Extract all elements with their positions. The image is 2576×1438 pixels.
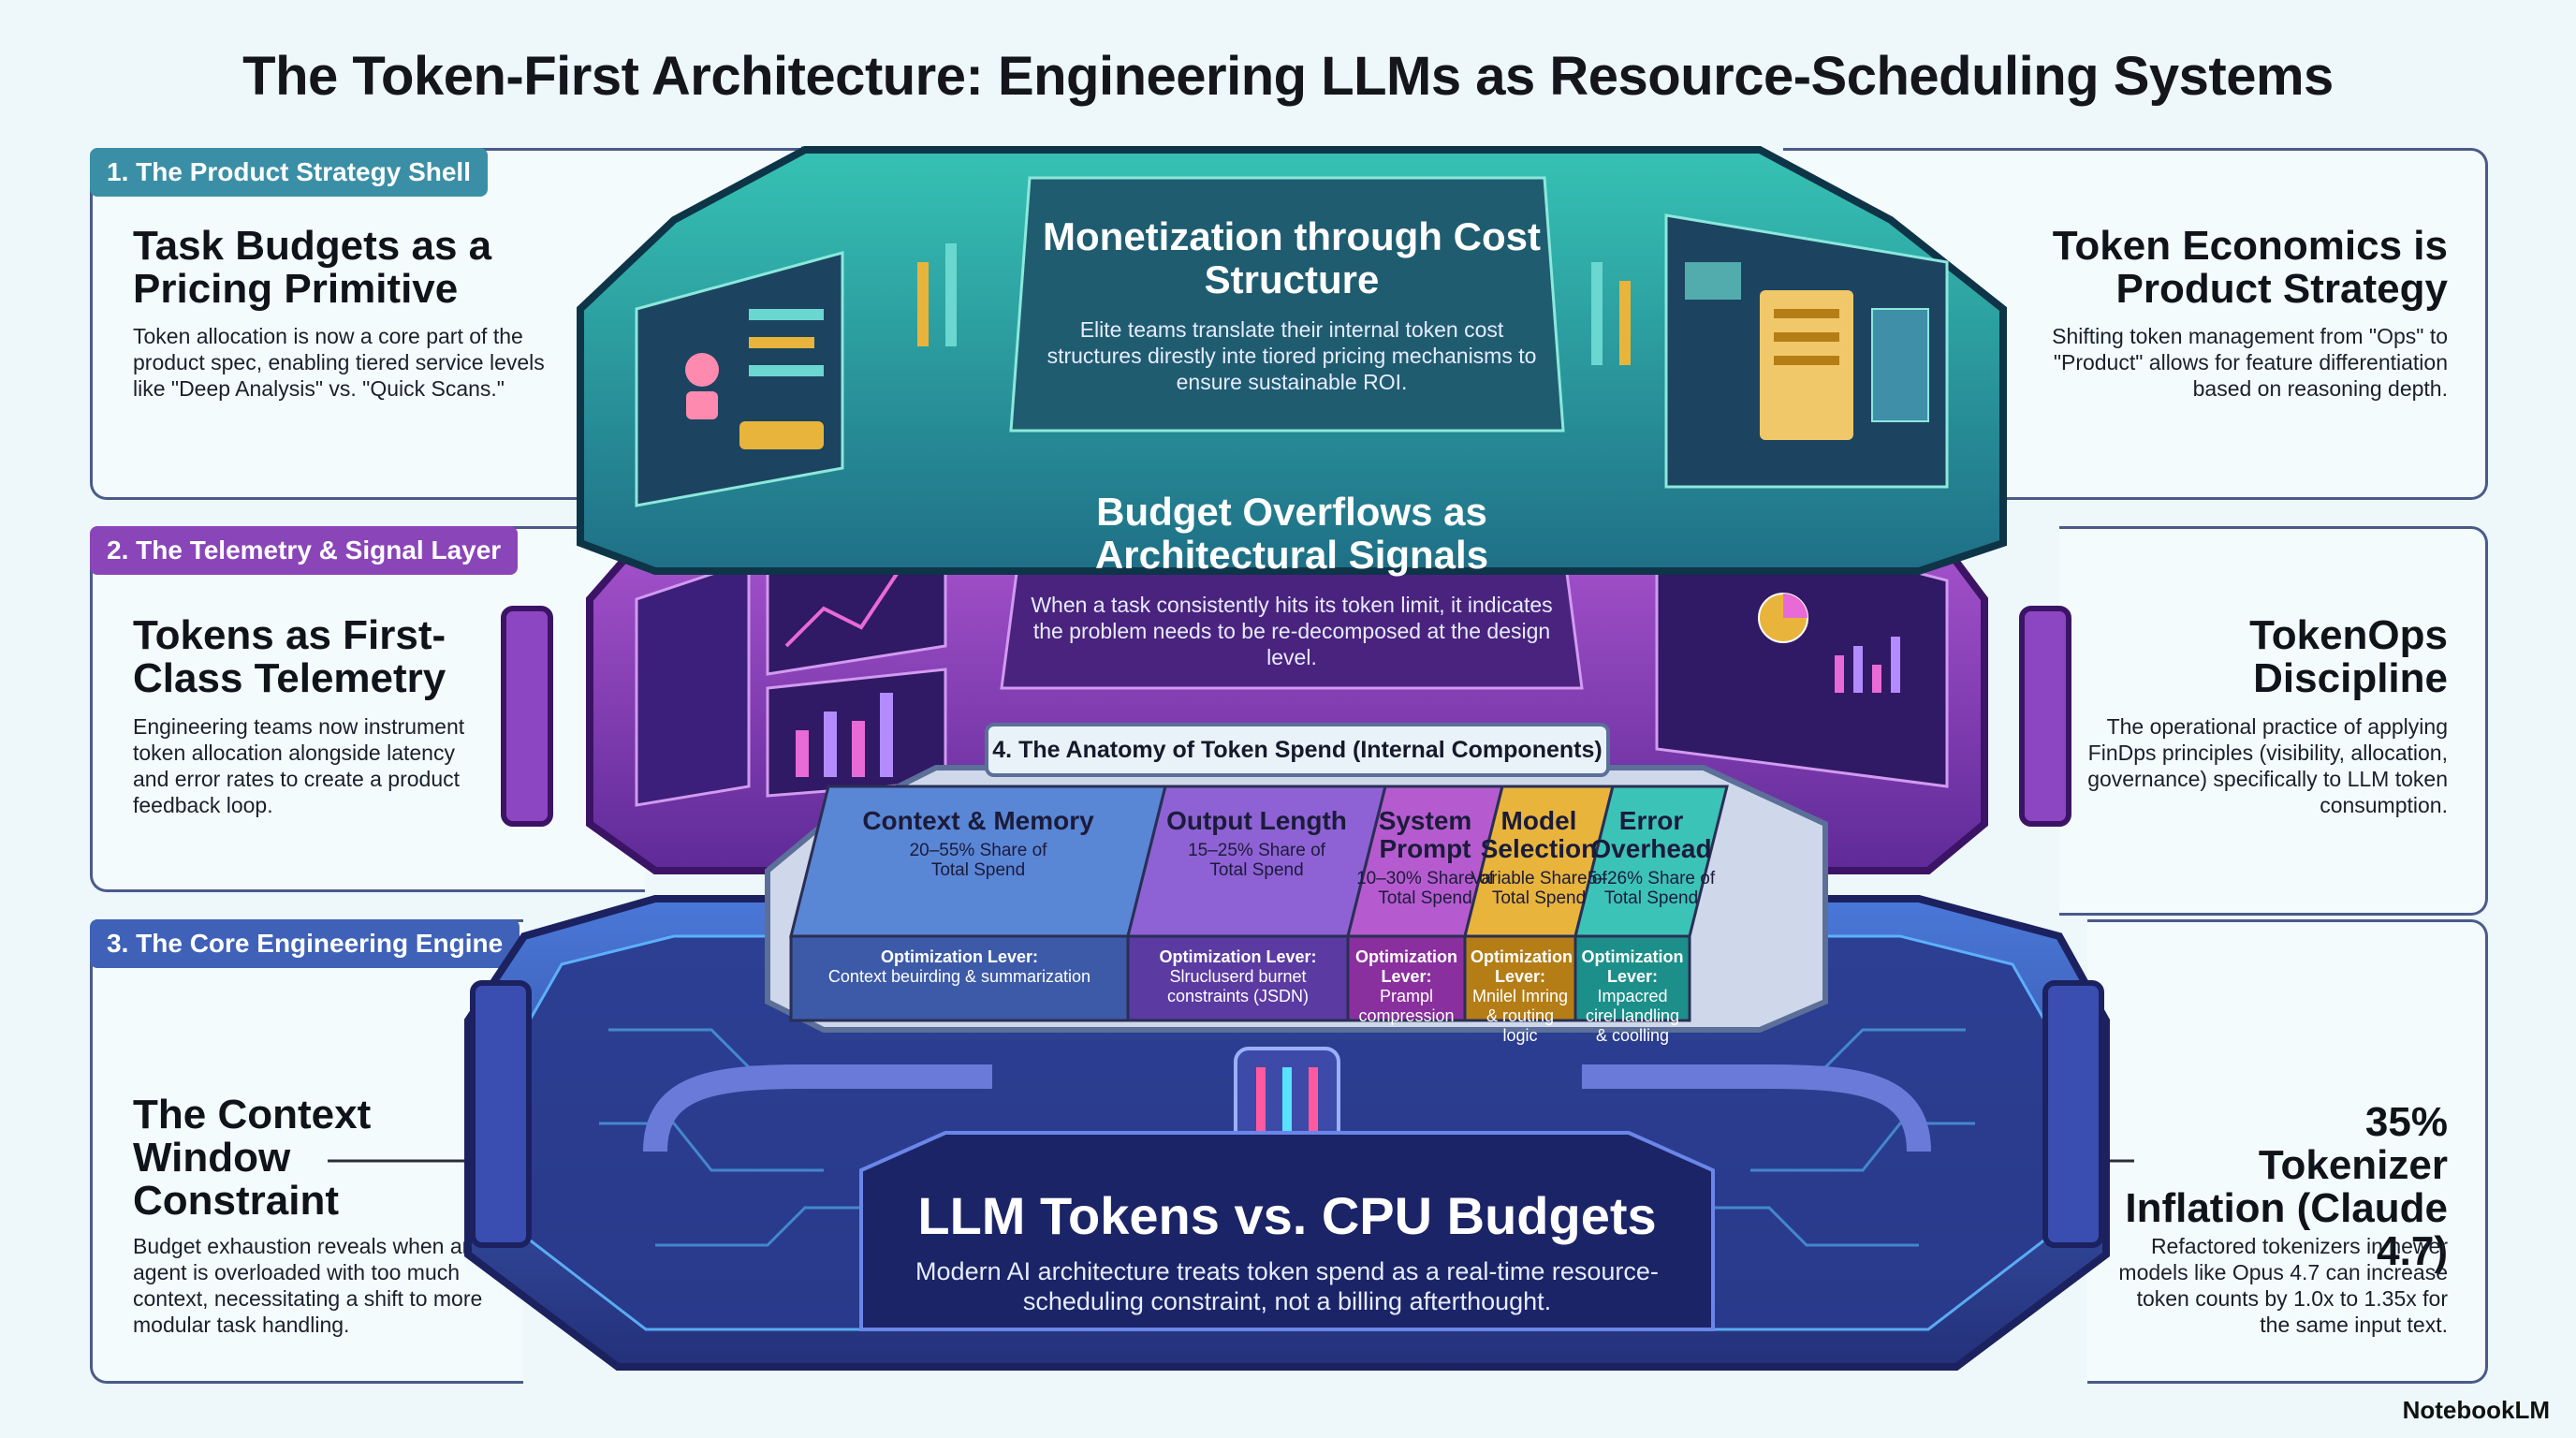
segment-lever-text: Slrucluserd burnet constraints (JSDN) <box>1166 967 1310 1005</box>
callout-box-5 <box>2059 526 2488 916</box>
left-body-1: Token allocation is now a core part of t… <box>133 324 545 401</box>
segment-name: System Prompt <box>1378 806 1472 863</box>
segment-lever-text: Prampl compression <box>1358 987 1455 1025</box>
segment-lever-5: Optimization Lever:Impacred cirel landli… <box>1581 947 1684 1046</box>
segment-lever-1: Optimization Lever:Context beuirding & s… <box>797 947 1122 987</box>
panel-top-heading: Monetization through Cost Structure <box>1043 214 1541 301</box>
left-body-3: Budget exhaustion reveals when an agent … <box>133 1234 483 1337</box>
segment-name: Output Length <box>1166 806 1347 835</box>
side-wings <box>470 606 2104 1248</box>
segment-lever-prefix: Optimization Lever: <box>1355 947 1457 986</box>
segment-share: 15–25% Share of Total Spend <box>1188 841 1325 880</box>
segment-name: Model Selection <box>1480 806 1598 863</box>
panel-middle-body: When a task consistently hits its token … <box>1031 593 1553 669</box>
segment-lever-prefix: Optimization Lever: <box>1581 947 1684 986</box>
segment-lever-bg-5 <box>1573 934 1691 1022</box>
segment-lever-2: Optimization Lever:Slrucluserd burnet co… <box>1134 947 1342 1006</box>
section-tag-3: 3. The Core Engineering Engine <box>90 919 520 968</box>
section-tag-2: 2. The Telemetry & Signal Layer <box>90 526 519 575</box>
callout-box-6 <box>2087 919 2488 1384</box>
right-heading-3: Tokenizer Inflation (Claude 4.7) <box>2125 1142 2448 1274</box>
segment-name: Context & Memory <box>862 806 1094 835</box>
panel-bottom-heading: LLM Tokens vs. CPU Budgets <box>917 1186 1657 1245</box>
panel-bottom-body: Modern AI architecture treats token spen… <box>915 1257 1659 1315</box>
segment-share: 10–30% Share of Total Spend <box>1356 869 1494 908</box>
left-heading-3: The Context Window Constraint <box>133 1092 372 1224</box>
anatomy-label: 4. The Anatomy of Token Spend (Internal … <box>985 723 1610 777</box>
panel-middle-text: Budget Overflows as Architectural Signal… <box>1030 491 1554 670</box>
segment-lever-4: Optimization Lever:Mnilel Imring & routi… <box>1471 947 1573 1046</box>
segment-name: Error Overhead <box>1590 806 1712 863</box>
segment-share: 5–26% Share of Total Spend <box>1587 869 1716 908</box>
right-body-3: Refactored tokenizers in newer models li… <box>2118 1234 2448 1337</box>
segment-2: Output Length 15–25% Share of Total Spend <box>1147 806 1367 881</box>
left-body-2: Engineering teams now instrument token a… <box>133 714 465 817</box>
segment-lever-prefix: Optimization Lever: <box>1159 947 1317 966</box>
segment-1: Context & Memory 20–55% Share of Total Sp… <box>810 806 1147 881</box>
anatomy-slab <box>765 765 1828 1033</box>
segment-share: Variable Share of Total Spend <box>1471 869 1607 908</box>
segment-5: Error Overhead 5–26% Share of Total Spend <box>1572 806 1731 909</box>
segment-lever-prefix: Optimization Lever: <box>880 947 1039 966</box>
segment-lever-prefix: Optimization Lever: <box>1471 947 1573 986</box>
right-body-1: Shifting token management from "Ops" to … <box>2052 324 2448 401</box>
right-heading-2: TokenOps Discipline <box>2249 612 2448 701</box>
segment-share: 20–55% Share of Total Spend <box>909 841 1047 880</box>
left-heading-1: Task Budgets as a Pricing Primitive <box>133 223 492 312</box>
page-title: The Token-First Architecture: Engineerin… <box>242 46 2334 107</box>
segment-lever-3: Optimization Lever:Prampl compression <box>1354 947 1459 1026</box>
right-heading-1: Token Economics is Product Strategy <box>2052 223 2448 312</box>
left-heading-2: Tokens as First-Class Telemetry <box>133 612 446 701</box>
callout-box-3 <box>90 919 523 1384</box>
segment-3: System Prompt 10–30% Share of Total Spend <box>1346 806 1505 909</box>
section-tag-1: 1. The Product Strategy Shell <box>90 148 488 197</box>
segment-lever-text: Context beuirding & summarization <box>827 967 1091 986</box>
right-stat: 35% <box>2364 1099 2448 1145</box>
panel-top-body: Elite teams translate their internal tok… <box>1046 317 1537 394</box>
panel-middle-heading: Budget Overflows as Architectural Signal… <box>1094 490 1489 577</box>
panel-bottom-text: LLM Tokens vs. CPU Budgets Modern AI arc… <box>880 1187 1694 1316</box>
right-body-2: The operational practice of applying Fin… <box>2087 714 2448 817</box>
panel-top-text: Monetization through Cost Structure Elit… <box>1039 215 1544 395</box>
segment-lever-text: Impacred cirel landling & coolling <box>1585 987 1680 1045</box>
segment-lever-text: Mnilel Imring & routing logic <box>1471 987 1569 1045</box>
product-shell <box>577 146 2007 575</box>
notebooklm-watermark: NotebookLM <box>2402 1396 2550 1424</box>
